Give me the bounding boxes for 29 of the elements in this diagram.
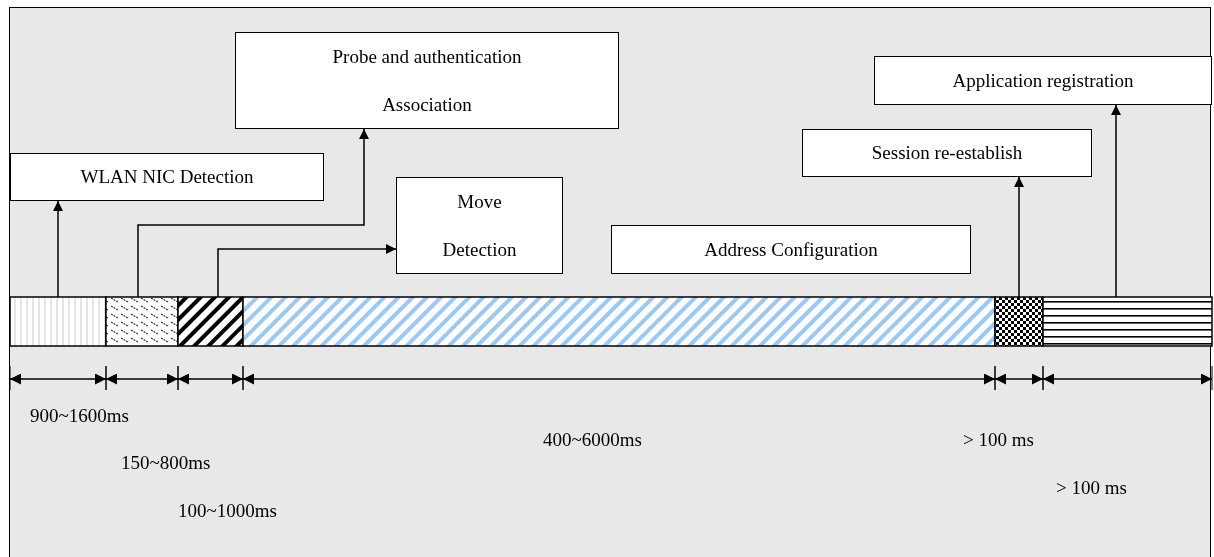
step-label: Session re-establish (870, 141, 1024, 165)
arrow (217, 244, 397, 298)
step-label: Probe and authentication Association (331, 44, 523, 117)
timeline-bar-segment (105, 296, 179, 347)
step-label: Move Detection (441, 189, 518, 262)
step-box (10, 153, 324, 201)
step-label: Application registration (951, 68, 1135, 93)
duration-label: 100~1000ms (178, 500, 277, 522)
timeline-bar-segment (1042, 296, 1213, 347)
step-box (874, 56, 1212, 105)
step-box (235, 32, 619, 129)
step-box (802, 129, 1092, 177)
arrow (1111, 104, 1121, 298)
duration-label: 150~800ms (121, 452, 211, 474)
timeline-bar-segment (177, 296, 244, 347)
arrow (1014, 176, 1024, 298)
timeline-bar-segment (994, 296, 1044, 347)
step-box (611, 225, 971, 274)
duration-label: 900~1600ms (30, 405, 129, 427)
step-label: WLAN NIC Detection (79, 165, 255, 189)
timeline-bar-segment (9, 296, 107, 347)
duration-label: > 100 ms (963, 429, 1034, 451)
step-box (396, 177, 563, 274)
timeline-bar-segment (242, 296, 996, 347)
arrow (137, 128, 369, 298)
step-label: Address Configuration (703, 237, 879, 262)
duration-label: > 100 ms (1056, 477, 1127, 499)
arrow (53, 200, 63, 298)
duration-label: 400~6000ms (543, 429, 642, 451)
